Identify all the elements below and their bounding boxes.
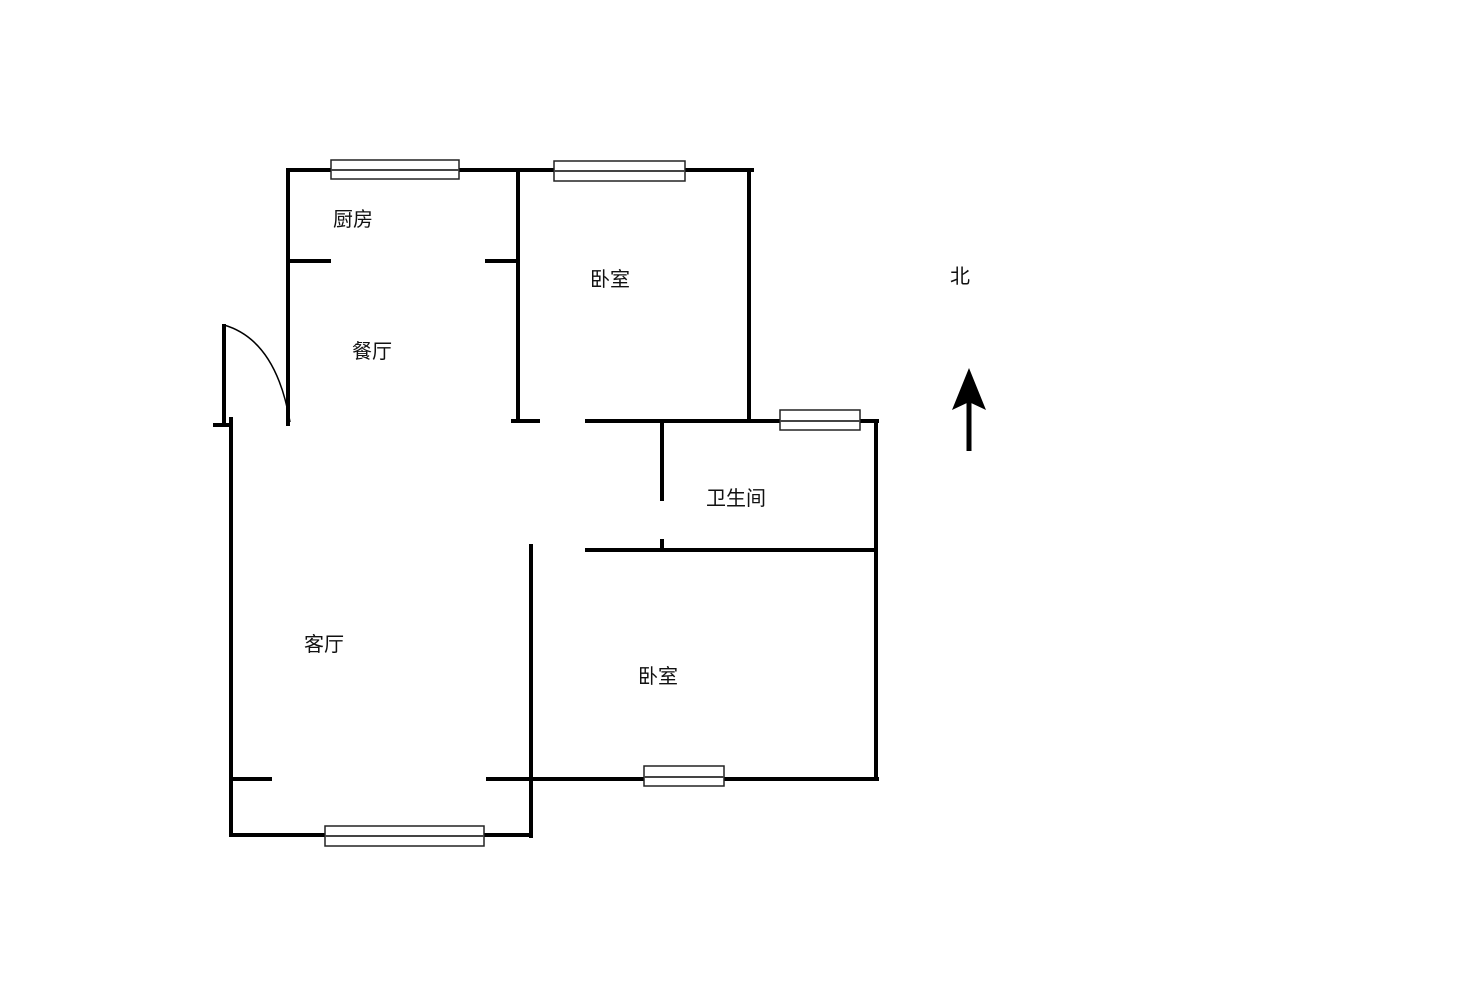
room-label-kitchen: 厨房	[333, 207, 373, 231]
compass-north-label: 北	[950, 264, 970, 288]
room-label-dining: 餐厅	[352, 339, 392, 363]
windows	[324, 159, 861, 847]
room-label-living: 客厅	[304, 632, 344, 656]
window-bathroom	[779, 409, 861, 431]
entry-door	[222, 324, 291, 425]
window-living	[324, 825, 485, 847]
walls	[213, 168, 879, 838]
window-kitchen	[330, 159, 460, 180]
north-arrow-icon	[952, 368, 986, 451]
room-label-bedroom-north: 卧室	[590, 267, 630, 291]
window-bedroom-north	[553, 160, 686, 182]
window-bedroom-south	[643, 765, 725, 787]
room-label-bedroom-south: 卧室	[638, 664, 678, 688]
door-swing-arc	[223, 324, 291, 423]
room-label-bathroom: 卫生间	[706, 486, 766, 510]
